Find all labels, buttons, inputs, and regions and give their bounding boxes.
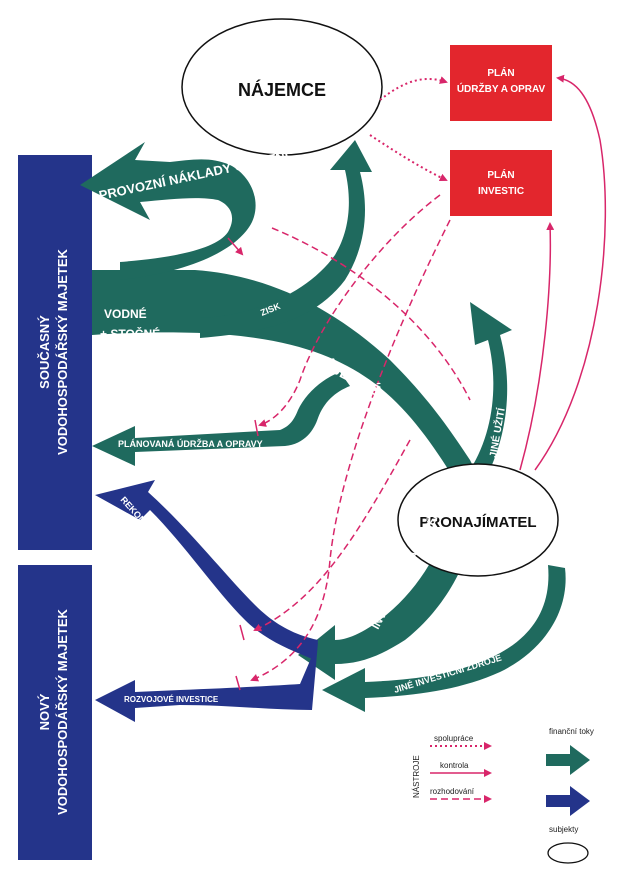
- legend: NÁSTROJE spolupráce kontrola rozhodování…: [412, 727, 594, 864]
- legend-cooperation-label: spolupráce: [434, 734, 474, 743]
- flow-operating-costs: [80, 142, 256, 280]
- maintenance-plan-label-1: PLÁN: [487, 66, 514, 79]
- development-label: ROZVOJOVÉ INVESTICE: [124, 695, 219, 704]
- legend-title: NÁSTROJE: [412, 755, 421, 798]
- flow-profit: [200, 140, 372, 338]
- new-asset-label-2: VODOHOSPODÁŘSKÝ MAJETEK: [55, 608, 70, 814]
- investment-plan-box: [450, 150, 552, 216]
- maintenance-plan-label-2: ÚDRŽBY A OPRAV: [457, 82, 546, 95]
- legend-subjects-label: subjekty: [549, 825, 578, 834]
- flow-other-sources: [322, 565, 566, 712]
- current-asset-bar: [18, 155, 92, 550]
- legend-decision-label: rozhodování: [430, 787, 475, 796]
- tenant-label: NÁJEMCE: [238, 79, 326, 100]
- decision-lines: [250, 194, 471, 682]
- flow-planned-maintenance: [92, 372, 350, 466]
- sources-label: ZDROJE: [195, 348, 244, 362]
- investment-plan-label-2: INVESTIC: [478, 186, 524, 197]
- flow-development: [95, 642, 318, 722]
- cooperation-lines: [369, 76, 448, 182]
- current-asset-label-1: SOUČASNÝ: [37, 315, 52, 389]
- planned-maintenance-label: PLÁNOVANÁ ÚDRŽBA A OPRAVY: [118, 438, 263, 449]
- control-lines: [519, 74, 607, 471]
- water-sewer-label-2: + STOČNÉ: [100, 326, 160, 341]
- legend-financial-label: finanční toky: [549, 727, 594, 736]
- water-sewer-label-1: VODNÉ: [104, 306, 147, 321]
- blue-flows: [95, 480, 318, 722]
- new-asset-label-1: NOVÝ: [37, 693, 52, 730]
- flow-other-use: [470, 302, 512, 478]
- maintenance-plan-box: [450, 45, 552, 121]
- flow-reconstruction: [95, 480, 318, 660]
- legend-green-arrow-icon: [546, 745, 590, 775]
- flow-main-trunk: [92, 270, 478, 480]
- legend-subject-ellipse: [547, 842, 589, 864]
- decision-ticks: [227, 237, 259, 691]
- new-asset-bar: [18, 565, 92, 860]
- landlord-label: PRONAJÍMATEL: [419, 514, 536, 531]
- reconstruction-label: REKONSTRUKCE A MODERNIZACE: [119, 495, 229, 616]
- tenant-subject: [181, 18, 383, 156]
- legend-blue-arrow-icon: [546, 786, 590, 816]
- current-asset-label-2: VODOHOSPODÁŘSKÝ MAJETEK: [55, 248, 70, 454]
- investment-plan-label-1: PLÁN: [487, 168, 514, 181]
- landlord-subject: [397, 463, 559, 577]
- legend-control-label: kontrola: [440, 761, 469, 770]
